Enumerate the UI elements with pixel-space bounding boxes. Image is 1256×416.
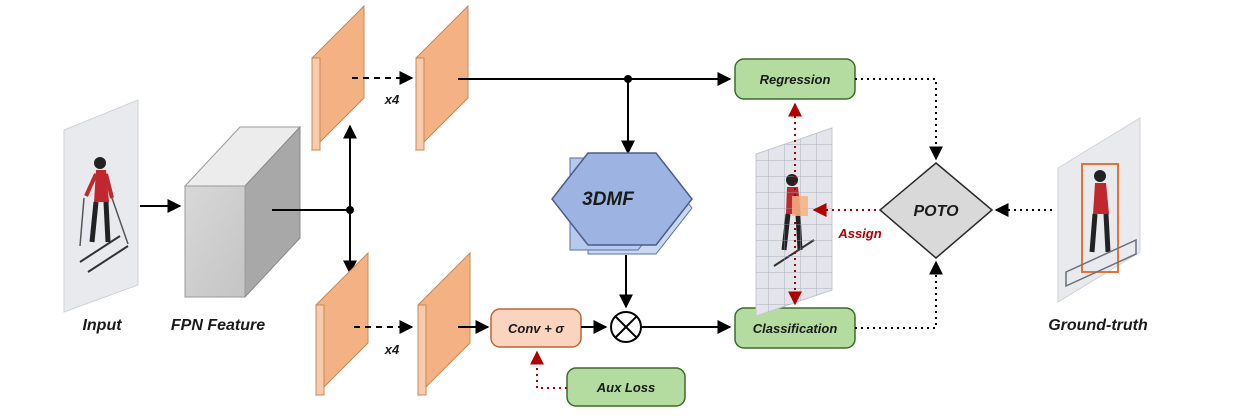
feature-map-top-2 — [415, 4, 469, 152]
poto-diamond — [878, 162, 994, 259]
aux-loss-label: Aux Loss — [596, 380, 656, 395]
bottom-x4-label: x4 — [384, 342, 400, 357]
poto-label: POTO — [913, 203, 959, 220]
skier-groundtruth-photo-icon — [1057, 117, 1141, 303]
feature-map-bottom-2 — [417, 251, 471, 397]
conv-sigma-label: Conv + σ — [508, 321, 565, 336]
3dmf-hexagon-stack — [551, 152, 693, 255]
fpn-feature-cube — [183, 125, 302, 299]
classification-label: Classification — [753, 321, 838, 336]
top-x4-label: x4 — [384, 92, 400, 107]
input-label: Input — [82, 317, 122, 334]
aux-loss-dotted-arrow — [530, 350, 567, 389]
feature-map-top-1 — [311, 4, 365, 152]
circle-times-icon — [610, 311, 642, 343]
assign-label: Assign — [837, 226, 881, 241]
groundtruth-label: Ground-truth — [1048, 317, 1148, 334]
regression-to-poto-dotted — [855, 78, 943, 161]
fpn-feature-label: FPN Feature — [171, 317, 265, 334]
feature-map-bottom-1 — [315, 251, 369, 397]
regression-label: Regression — [760, 72, 831, 87]
classification-to-poto-dotted — [855, 260, 943, 329]
3dmf-label: 3DMF — [582, 189, 635, 210]
skier-photo-icon — [63, 99, 139, 313]
